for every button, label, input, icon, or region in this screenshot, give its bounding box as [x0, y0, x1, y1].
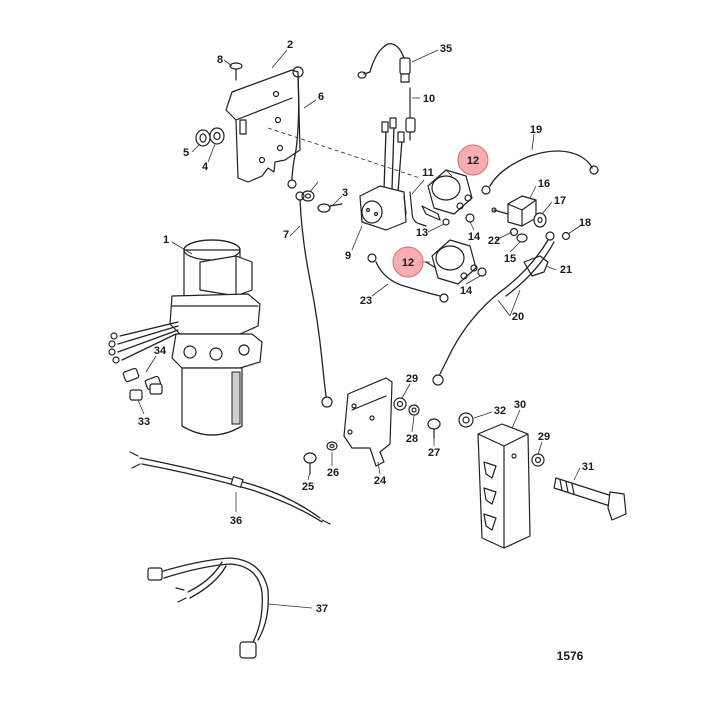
callout-34[interactable]: 34: [154, 345, 167, 357]
callout-18[interactable]: 18: [579, 217, 591, 229]
part-15-nut: [516, 233, 528, 243]
part-20-cables: [432, 231, 555, 386]
callout-7[interactable]: 7: [283, 229, 289, 241]
part-33-fitting: [129, 383, 163, 401]
diagram-reference-number: 1576: [557, 649, 584, 663]
callout-2[interactable]: 2: [287, 39, 293, 51]
part-4-washer-b: [301, 190, 315, 202]
callout-12-lower[interactable]: 12: [402, 257, 414, 269]
callout-14-upper[interactable]: 14: [468, 231, 481, 243]
part-14-nut-a: [465, 213, 475, 223]
callout-20[interactable]: 20: [512, 311, 524, 323]
callout-19[interactable]: 19: [530, 124, 542, 136]
callout-29-lower[interactable]: 29: [538, 431, 550, 443]
callout-32[interactable]: 32: [494, 405, 506, 417]
callout-14-lower[interactable]: 14: [460, 285, 473, 297]
part-6-ground-cable: [287, 66, 304, 189]
part-23-cable: [367, 253, 449, 303]
part-4-washer: [209, 127, 225, 145]
part-5-nut: [195, 129, 211, 147]
part-1-pump-motor: [108, 239, 263, 436]
callout-6[interactable]: 6: [318, 91, 324, 103]
callout-26[interactable]: 26: [327, 467, 339, 479]
part-24-bracket: [343, 377, 393, 467]
callout-15[interactable]: 15: [504, 253, 516, 265]
callout-5[interactable]: 5: [183, 147, 189, 159]
callout-31[interactable]: 31: [582, 461, 594, 473]
callout-21[interactable]: 21: [560, 264, 572, 276]
part-26-washer: [326, 441, 338, 451]
callout-9[interactable]: 9: [345, 250, 351, 262]
callout-27[interactable]: 27: [428, 447, 440, 459]
leader-lines: [137, 49, 581, 609]
part-9-harness-connector: [359, 117, 407, 231]
part-10-fuse: [405, 87, 416, 141]
callout-4[interactable]: 4: [202, 161, 209, 173]
part-16-relay: [491, 195, 537, 227]
part-17-washer: [533, 212, 547, 228]
part-12-solenoid-lower: [425, 239, 478, 285]
callout-30[interactable]: 30: [514, 399, 526, 411]
callout-24[interactable]: 24: [374, 475, 387, 487]
callout-3[interactable]: 3: [342, 187, 348, 199]
highlight-circle-12-upper: [457, 144, 489, 176]
callout-28[interactable]: 28: [406, 433, 418, 445]
callout-29-upper[interactable]: 29: [406, 373, 418, 385]
part-37-harness: [147, 557, 269, 659]
part-32-nut: [458, 412, 474, 428]
callout-8[interactable]: 8: [217, 54, 223, 66]
part-22-nut: [509, 227, 519, 237]
callout-23[interactable]: 23: [360, 295, 372, 307]
part-31-long-bolt: [553, 477, 627, 521]
part-12-solenoid-upper: [421, 169, 473, 221]
callout-1[interactable]: 1: [163, 234, 169, 246]
part-25-bolt: [303, 452, 317, 475]
part-21-clip: [523, 255, 549, 277]
part-3-bolt: [317, 203, 343, 213]
callout-16[interactable]: 16: [538, 178, 550, 190]
part-29-washer-b: [531, 453, 545, 467]
callout-22[interactable]: 22: [488, 235, 500, 247]
part-28-washer: [408, 404, 420, 416]
part-18-bolt: [561, 231, 571, 241]
part-29-nut-a: [393, 397, 407, 411]
part-35-lead-connector: [357, 43, 411, 83]
callout-labels: 1 2 3 4 5 6 7 8 9 10 11 12 12 13 14 14 1…: [138, 39, 594, 615]
callout-25[interactable]: 25: [302, 481, 314, 493]
alignment-dashed-line: [267, 127, 421, 179]
callout-37[interactable]: 37: [316, 603, 328, 615]
part-27-bolt: [427, 418, 441, 439]
part-8-screw: [229, 62, 243, 81]
part-13-nut: [442, 218, 450, 226]
callout-36[interactable]: 36: [230, 515, 242, 527]
part-30-isolator-block: [477, 423, 531, 549]
callout-10[interactable]: 10: [423, 93, 435, 105]
callout-12-upper[interactable]: 12: [467, 155, 479, 167]
callout-35[interactable]: 35: [440, 43, 452, 55]
part-7-ground-cable: [295, 191, 333, 408]
part-11-strap: [403, 191, 427, 227]
callout-11[interactable]: 11: [422, 167, 434, 179]
highlight-circle-12-lower: [392, 246, 424, 278]
callout-17[interactable]: 17: [554, 195, 566, 207]
callout-33[interactable]: 33: [138, 416, 150, 428]
part-14-nut-b: [477, 267, 487, 277]
callout-13[interactable]: 13: [416, 227, 428, 239]
part-36-harness: [129, 451, 331, 525]
part-19-cable: [481, 150, 599, 195]
part-2-mounting-bracket: [225, 69, 301, 183]
